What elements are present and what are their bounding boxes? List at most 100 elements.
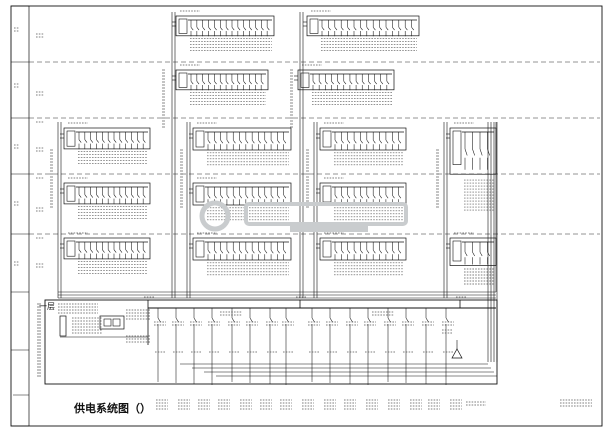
breaker-contact — [270, 249, 274, 254]
breaker-symbol — [360, 242, 363, 260]
feeder-contact — [311, 317, 315, 323]
breaker-contact — [266, 27, 270, 31]
breaker-symbol — [355, 74, 359, 91]
breaker-contact — [261, 27, 264, 31]
breaker-contact — [270, 139, 274, 144]
breaker-contact — [260, 81, 264, 85]
breaker-symbol — [207, 132, 211, 150]
feeder-breaker-label — [384, 321, 396, 326]
breaker-symbol — [277, 242, 280, 260]
branch-breaker-label — [220, 311, 242, 316]
breaker-contact — [328, 27, 331, 31]
breaker-symbol — [366, 20, 370, 37]
breaker-contact — [113, 139, 117, 143]
incoming-breaker — [195, 240, 205, 258]
breaker-contact — [142, 194, 146, 198]
breaker-contact — [142, 139, 146, 143]
feeder-circuit — [208, 308, 220, 380]
breaker-contact — [245, 249, 249, 254]
breaker-contact — [137, 194, 140, 198]
distribution-panel — [319, 232, 407, 276]
distribution-panel — [192, 122, 292, 166]
breaker-contact — [379, 249, 382, 254]
breaker-contact — [231, 27, 235, 31]
breaker-symbol — [239, 132, 242, 150]
breaker-symbol — [237, 74, 241, 91]
breaker-symbol — [270, 242, 274, 260]
breaker-symbol — [125, 132, 129, 150]
incoming-label — [58, 303, 98, 314]
breaker-contact — [239, 139, 242, 144]
feeder-breaker-label — [442, 321, 454, 326]
breaker-symbol — [125, 187, 129, 205]
breaker-contact — [277, 194, 280, 199]
incoming-breaker — [195, 185, 205, 203]
breaker-symbol — [249, 20, 252, 37]
breaker-symbol — [391, 242, 395, 260]
ruler-label — [14, 83, 19, 88]
breaker-contact — [226, 139, 230, 144]
feeder-circuit — [282, 308, 294, 380]
breaker-contact — [119, 139, 123, 143]
breaker-contact — [90, 249, 94, 253]
breaker-symbol — [226, 242, 230, 260]
floor-bands — [29, 33, 600, 268]
distribution-panel — [192, 232, 292, 276]
breaker-contact — [214, 81, 217, 85]
branch-breaker — [372, 311, 394, 316]
breaker-contact — [225, 27, 229, 31]
feeder-breaker-label — [422, 321, 434, 326]
watermark-logo — [199, 200, 408, 232]
panel-box — [63, 237, 151, 260]
feeder-circuit — [172, 308, 184, 380]
feeder-contact — [193, 317, 197, 323]
breaker-symbol — [78, 242, 82, 260]
breaker-contact — [398, 139, 402, 144]
incoming-breaker — [322, 130, 332, 148]
breaker-contact — [78, 194, 82, 198]
breaker-symbol — [479, 132, 483, 170]
incoming-cable-label — [37, 303, 41, 377]
breaker-symbol — [261, 20, 264, 37]
branch-breaker-label — [372, 311, 394, 316]
branch-labels — [334, 152, 404, 166]
breaker-symbol — [119, 242, 123, 260]
breaker-symbol — [341, 132, 344, 150]
breaker-contact — [208, 27, 211, 31]
branch-labels — [190, 91, 266, 105]
load-schedule-table — [156, 399, 592, 410]
breaker-contact — [214, 139, 217, 144]
power-room-panel — [37, 296, 592, 410]
floor-label — [36, 147, 44, 152]
breaker-symbol — [107, 242, 111, 260]
breaker-symbol — [266, 20, 270, 37]
breaker-symbol — [232, 242, 236, 260]
breaker-symbol — [239, 187, 242, 205]
breaker-contact — [196, 27, 200, 31]
breaker-symbol — [245, 132, 249, 150]
breaker-symbol — [214, 20, 217, 37]
breaker-symbol — [283, 132, 287, 150]
breaker-contact — [385, 139, 389, 144]
lamp-shape — [451, 348, 463, 359]
breaker-contact — [337, 81, 341, 85]
breaker-symbol — [372, 242, 376, 260]
feeder-breaker-label — [208, 321, 220, 326]
breaker-contact — [214, 27, 217, 31]
breaker-contact — [347, 194, 351, 199]
feeder-contact — [425, 317, 429, 323]
ruler-label — [14, 201, 19, 206]
load-values — [450, 399, 462, 410]
breaker-symbol — [202, 20, 206, 37]
load-values — [240, 399, 252, 410]
breaker-contact — [347, 249, 351, 254]
incoming-breaker — [178, 18, 188, 34]
breaker-contact — [113, 249, 117, 253]
feeder-contact — [249, 317, 253, 323]
breaker-contact — [96, 249, 99, 253]
breaker-symbol — [208, 74, 211, 91]
breaker-contact — [379, 194, 382, 199]
load-values — [156, 399, 168, 410]
breaker-symbol — [255, 20, 258, 37]
